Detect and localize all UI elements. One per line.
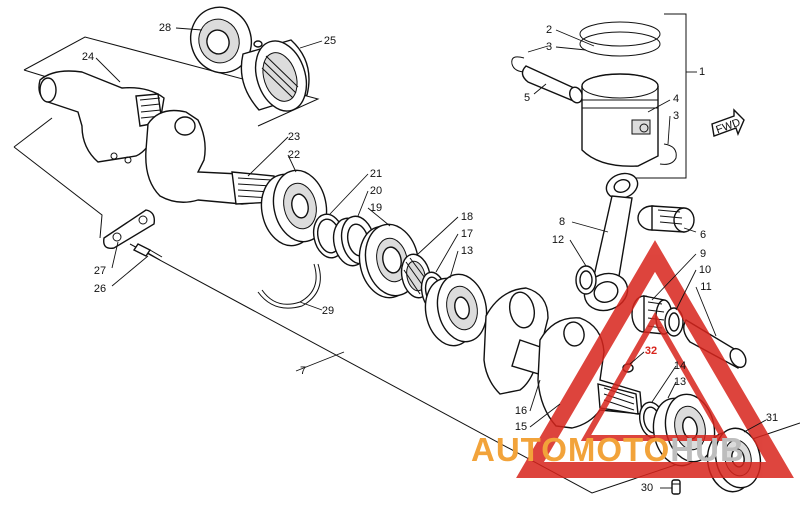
leader-lines — [95, 27, 767, 489]
callout-28: 28 — [159, 22, 171, 34]
callout-13b: 13 — [674, 376, 686, 388]
callout-16: 16 — [515, 405, 527, 417]
washer-10 — [664, 307, 684, 337]
callout-3b: 3 — [673, 110, 679, 122]
washer-12 — [575, 265, 597, 295]
circlip-3-right — [659, 143, 677, 165]
watermark-text-part1: AUTOMOTO — [471, 431, 670, 468]
callout-1: 1 — [699, 66, 705, 78]
callout-18: 18 — [461, 211, 473, 223]
ball-bearing-13-upper — [424, 273, 488, 347]
callout-5: 5 — [524, 92, 530, 104]
callout-17: 17 — [461, 228, 473, 240]
callout-2: 2 — [546, 24, 552, 36]
callout-20: 20 — [370, 185, 382, 197]
oil-seal-28 — [190, 6, 252, 74]
watermark-logo — [516, 240, 794, 478]
callout-11: 11 — [700, 281, 711, 293]
callout-6: 6 — [700, 229, 706, 241]
callout-9: 9 — [700, 248, 706, 260]
roller-bearing-25 — [240, 39, 310, 112]
spacer-20 — [332, 215, 376, 267]
callout-12: 12 — [552, 234, 564, 246]
callout-32: 32 — [645, 345, 657, 357]
callout-19: 19 — [370, 202, 382, 214]
callout-23: 23 — [288, 131, 300, 143]
piston-rings-2 — [579, 21, 661, 57]
wrist-pin-5 — [521, 65, 583, 104]
watermark-text-part2: HUB — [670, 431, 745, 468]
callout-27: 27 — [94, 265, 106, 277]
callout-14: 14 — [674, 360, 686, 372]
piston-group-bracket — [636, 13, 697, 179]
callout-29: 29 — [322, 305, 334, 317]
forward-arrow-icon: FWD — [711, 108, 745, 137]
piston-4 — [581, 73, 659, 167]
callout-30: 30 — [641, 482, 653, 494]
callout-10: 10 — [699, 264, 711, 276]
screw-26 — [132, 243, 163, 261]
callout-7: 7 — [300, 365, 306, 377]
ball-bearing-22 — [260, 169, 328, 247]
circlip-3-left — [511, 56, 527, 73]
callout-13a: 13 — [461, 245, 473, 257]
callout-labels: 1233456789101112131314151617181920212223… — [82, 22, 778, 494]
callout-8: 8 — [559, 216, 565, 228]
callout-15: 15 — [515, 421, 527, 433]
callout-4: 4 — [673, 93, 679, 105]
needle-bearing-6 — [637, 205, 695, 233]
retainer-plate-27 — [103, 209, 156, 249]
callout-31: 31 — [766, 412, 778, 424]
callout-26: 26 — [94, 283, 106, 295]
crankshaft-half-24 — [38, 70, 165, 164]
callout-21: 21 — [370, 168, 382, 180]
snap-ring-29 — [257, 263, 321, 309]
key-30 — [671, 479, 681, 495]
watermark-text: AUTOMOTOHUB — [471, 431, 745, 468]
callout-25: 25 — [324, 35, 336, 47]
callout-3a: 3 — [546, 41, 552, 53]
callout-24: 24 — [82, 51, 94, 63]
connecting-rod-8 — [583, 172, 639, 312]
callout-22: 22 — [288, 149, 300, 161]
